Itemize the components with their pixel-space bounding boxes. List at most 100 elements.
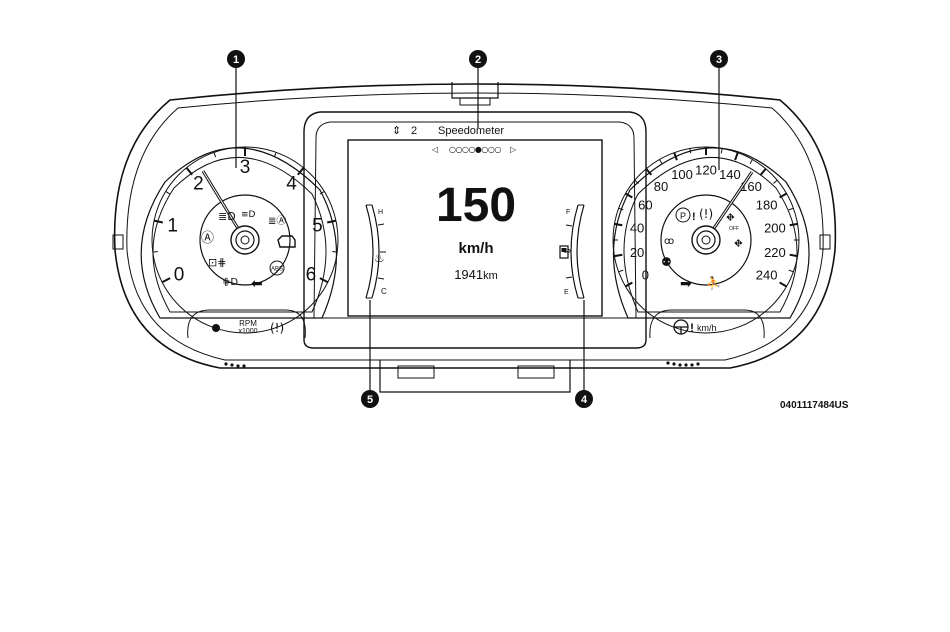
tach-label: 1	[167, 215, 178, 236]
page-dots: ○○○○●○○○	[449, 145, 501, 154]
speed-tick	[721, 148, 722, 153]
airbag-icon: ⚉	[661, 255, 672, 269]
speed-label: 80	[654, 179, 668, 194]
rpm-unit: x1000	[238, 328, 257, 335]
digital-speed-unit: km/h	[458, 240, 493, 257]
turn-right-icon: ➡	[680, 276, 692, 292]
odometer-unit: km	[483, 270, 498, 282]
speed-unit-label: km/h	[697, 323, 717, 333]
menu-title: Speedometer	[438, 125, 504, 137]
tach-tick	[327, 221, 336, 223]
temp-low-label: C	[381, 287, 387, 296]
svg-text:4: 4	[581, 394, 588, 406]
tach-tick	[214, 152, 216, 157]
turn-left-icon: ⬅	[251, 276, 263, 292]
menu-updown-icon: ⇕	[392, 124, 401, 137]
speed-label: 240	[756, 268, 778, 283]
rpm-label: RPM	[239, 319, 257, 328]
tach-label: 5	[312, 215, 323, 236]
tach-label: 4	[286, 173, 297, 194]
speed-tick	[674, 153, 677, 161]
fuel-full-label: F	[566, 209, 570, 216]
speed-tick	[780, 283, 787, 287]
speed-label: 100	[671, 167, 693, 182]
speed-tick	[690, 148, 691, 153]
tach-tick	[320, 278, 328, 282]
callout-2: 2	[469, 50, 487, 68]
page-right-arrow-icon: ▷	[510, 145, 517, 154]
speed-hub	[692, 226, 720, 254]
speed-tick	[619, 270, 624, 272]
speed-label: 60	[638, 198, 652, 213]
speed-label: 20	[630, 245, 644, 260]
speed-tick	[773, 180, 777, 183]
speed-label: 200	[764, 221, 786, 236]
rear-defrost-icon: ⊡⋕	[208, 256, 226, 269]
tach-tick	[332, 251, 337, 252]
vent-right	[666, 361, 699, 366]
speed-tick	[790, 224, 798, 225]
tach-label: 6	[306, 264, 317, 285]
temp-high-label: H	[378, 209, 383, 216]
tach-tick	[154, 221, 163, 223]
seatbelt-icon: ⛹	[706, 275, 721, 290]
speed-tick	[789, 208, 794, 210]
fuel-empty-label: E	[564, 289, 569, 296]
speed-label: 0	[642, 268, 649, 283]
figure-code: 0401117484US	[780, 400, 849, 411]
tach-tick	[153, 251, 158, 252]
svg-text:P: P	[680, 211, 686, 221]
tach-tick	[166, 191, 170, 194]
auto-start-stop-icon: Ⓐ	[201, 231, 214, 246]
check-engine-icon	[278, 236, 295, 247]
svg-text:ABS: ABS	[271, 267, 283, 273]
odometer-value: 1941	[454, 267, 483, 282]
traction-control-off-icon: ⛖ OFF	[726, 211, 739, 232]
tire-pressure-icon: (!)	[270, 321, 284, 335]
front-fog-light-icon: ≡D	[241, 210, 256, 220]
rear-fog-light-icon: ⋕D	[222, 277, 238, 288]
speed-tick	[660, 159, 663, 163]
abs-icon: ABS	[270, 261, 284, 275]
temperature-gauge: H C ♨	[366, 205, 387, 298]
speed-tick	[750, 159, 753, 163]
menu-index: 2	[411, 125, 417, 137]
auto-high-beam-icon: ≣Ⓐ	[268, 215, 286, 227]
speed-label: 40	[630, 221, 644, 236]
tach-hub	[231, 226, 259, 254]
fuel-gauge: F E	[560, 205, 584, 298]
speed-label: 220	[764, 245, 786, 260]
speed-tick	[614, 255, 622, 256]
speed-tick	[735, 153, 738, 161]
speed-tick	[789, 270, 794, 272]
page-left-arrow-icon: ◁	[431, 145, 438, 154]
speed-label: 180	[756, 198, 778, 213]
callout-1: 1	[227, 50, 245, 68]
center-display: ⇕ 2 Speedometer ◁ ○○○○●○○○ ▷ 150 km/h 19…	[304, 112, 646, 348]
svg-text:1: 1	[233, 54, 239, 66]
brake-warning-icon: (!)	[699, 207, 713, 221]
parking-brake-icon: P !	[676, 208, 696, 223]
speed-label: 140	[719, 167, 741, 182]
svg-text:5: 5	[367, 394, 373, 406]
fog-light-icon: ≣D	[218, 210, 236, 223]
svg-text:2: 2	[475, 54, 481, 66]
glow-plug-icon: ꝏ	[664, 236, 674, 247]
tach-label: 2	[193, 173, 204, 194]
tachometer: 0 12 3 45 6 ≣D ≡D ≣Ⓐ Ⓐ ⊡⋕ ⋕D ⬅ ABS RPM x1000…	[141, 147, 338, 338]
coolant-temp-icon: ♨	[374, 251, 385, 265]
callout-5: 5	[361, 390, 379, 408]
speed-label: 120	[695, 163, 717, 178]
vent-left	[224, 362, 245, 367]
svg-text:⛖: ⛖	[726, 211, 735, 224]
callout-4: 4	[575, 390, 593, 408]
svg-text:3: 3	[716, 54, 722, 66]
tach-label: 3	[240, 157, 251, 178]
tach-tick-labels: 0 12 3 45 6	[167, 157, 322, 286]
steering-warning-icon: !	[674, 320, 694, 335]
callout-3: 3	[710, 50, 728, 68]
tach-label: 0	[174, 264, 185, 285]
